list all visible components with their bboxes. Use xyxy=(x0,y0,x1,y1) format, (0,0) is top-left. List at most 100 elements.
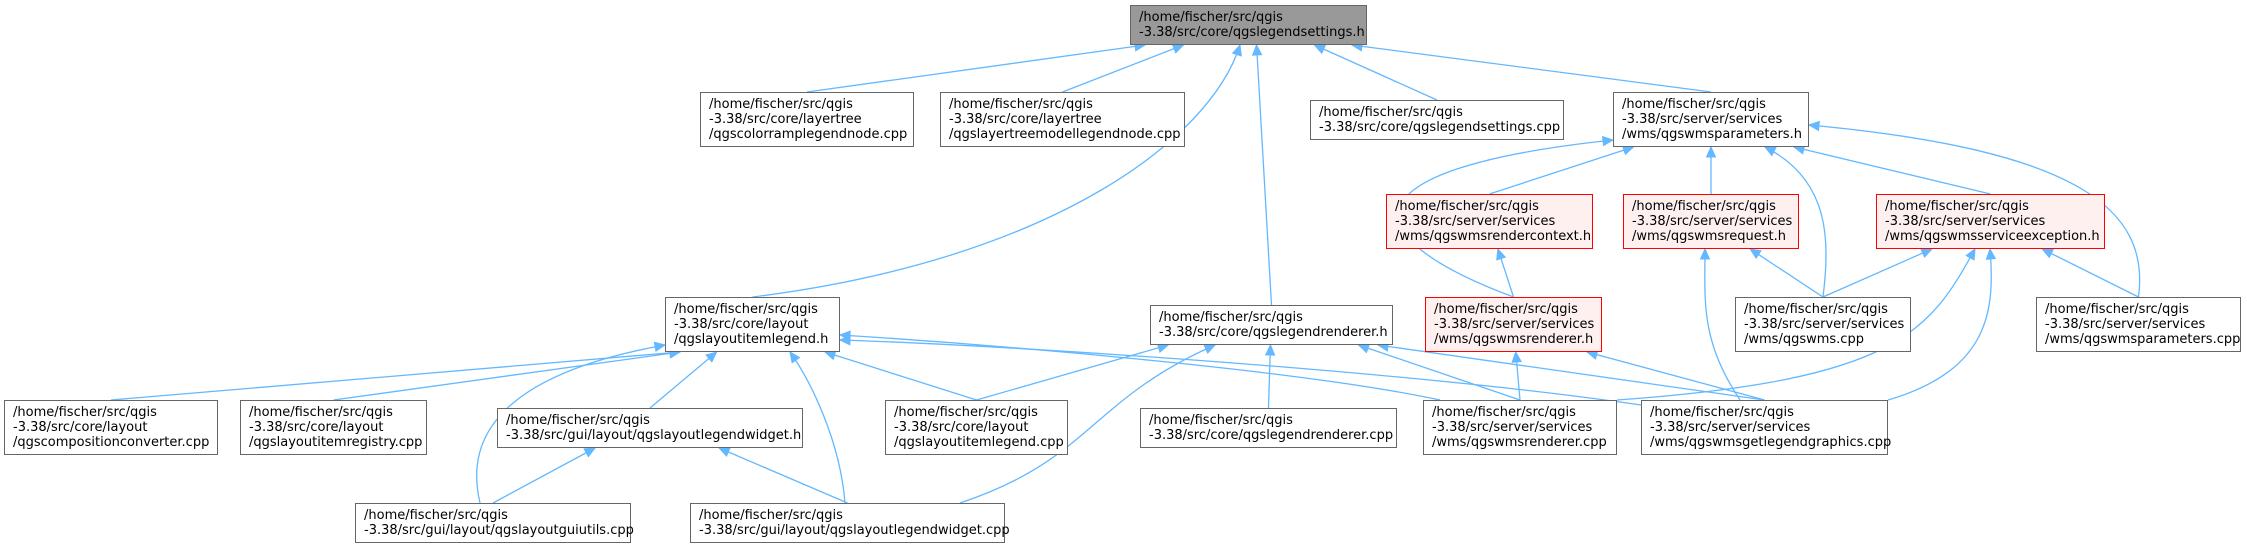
edge-arrowhead xyxy=(2041,248,2055,259)
dependency-edge xyxy=(1489,146,1634,195)
node-label-line: /wms/qgswmsparameters.h xyxy=(1622,127,1802,142)
node-label-line: -3.38/src/server/services xyxy=(1432,420,1593,435)
dependency-edge xyxy=(1764,146,1827,298)
edge-arrowhead xyxy=(1920,248,1933,259)
dependency-edge xyxy=(1808,124,2141,298)
node-label-line: /home/fischer/src/qgis xyxy=(894,405,1038,420)
node-label-line: /wms/qgswmsrenderer.cpp xyxy=(1432,435,1607,450)
node-label-line: /home/fischer/src/qgis xyxy=(674,302,818,317)
graph-node[interactable]: /home/fischer/src/qgis-3.38/src/core/lay… xyxy=(665,297,840,352)
node-label-line: /home/fischer/src/qgis xyxy=(1632,199,1776,214)
node-label-line: /qgslayoutitemregistry.cpp xyxy=(249,435,423,450)
dependency-edge xyxy=(1314,44,1438,101)
node-label-line: /home/fischer/src/qgis xyxy=(1395,199,1539,214)
dependency-edge xyxy=(649,351,718,409)
graph-node[interactable]: /home/fischer/src/qgis-3.38/src/gui/layo… xyxy=(497,408,803,448)
node-label-line: /wms/qgswms.cpp xyxy=(1744,332,1864,347)
node-label-line: /home/fischer/src/qgis xyxy=(364,508,508,523)
edge-arrowhead xyxy=(1171,43,1185,54)
edge-arrowhead xyxy=(1231,43,1242,57)
edge-arrowhead xyxy=(1357,343,1371,354)
edge-arrowhead xyxy=(1264,343,1276,356)
node-label-line: /home/fischer/src/qgis xyxy=(1650,405,1794,420)
edge-arrowhead xyxy=(1749,248,1762,260)
graph-node[interactable]: /home/fischer/src/qgis-3.38/src/gui/layo… xyxy=(355,503,634,543)
node-label-line: -3.38/src/gui/layout/qgslayoutlegendwidg… xyxy=(506,428,802,443)
graph-node[interactable]: /home/fischer/src/qgis-3.38/src/core/qgs… xyxy=(1310,100,1564,140)
node-label-line: -3.38/src/server/services xyxy=(1744,317,1905,332)
graph-node[interactable]: /home/fischer/src/qgis-3.38/src/server/s… xyxy=(2036,297,2241,352)
graph-node[interactable]: /home/fischer/src/qgis-3.38/src/server/s… xyxy=(1423,400,1617,455)
node-label-line: /home/fischer/src/qgis xyxy=(1434,302,1578,317)
node-label-line: /home/fischer/src/qgis xyxy=(699,508,843,523)
node-label-line: /wms/qgswmsrenderer.h xyxy=(1434,332,1594,347)
dependency-edge xyxy=(492,447,596,504)
edge-arrowhead xyxy=(1203,344,1217,355)
node-label-line: /home/fischer/src/qgis xyxy=(1622,97,1766,112)
edge-arrowhead xyxy=(583,447,597,458)
graph-node[interactable]: /home/fischer/src/qgis-3.38/src/core/qgs… xyxy=(1150,305,1393,345)
dependency-edge xyxy=(1887,248,1992,401)
node-label-line: /wms/qgswmsrequest.h xyxy=(1632,229,1786,244)
node-label-line: /wms/qgswmsparameters.cpp xyxy=(2045,332,2241,347)
dependency-edge xyxy=(1822,248,1933,298)
node-label-line: /home/fischer/src/qgis xyxy=(1159,310,1303,325)
edge-arrowhead xyxy=(1602,135,1615,147)
edge-arrowhead xyxy=(1965,247,1976,261)
dependency-edge xyxy=(839,334,1441,401)
dependency-edge xyxy=(110,351,681,401)
dependency-edge xyxy=(1255,44,1273,306)
node-label-line: -3.38/src/server/services xyxy=(1650,420,1811,435)
edge-arrowhead xyxy=(823,350,837,361)
node-label-line: /home/fischer/src/qgis xyxy=(506,413,650,428)
node-label-line: -3.38/src/core/layout xyxy=(249,420,384,435)
node-label-line: /home/fischer/src/qgis xyxy=(2045,302,2189,317)
graph-node[interactable]: /home/fischer/src/qgis-3.38/src/server/s… xyxy=(1623,194,1799,249)
graph-node[interactable]: /home/fischer/src/qgis-3.38/src/server/s… xyxy=(1876,194,2105,249)
graph-node[interactable]: /home/fischer/src/qgis-3.38/src/core/lay… xyxy=(885,400,1068,455)
graph-node[interactable]: /home/fischer/src/qgis-3.38/src/server/s… xyxy=(1641,400,1892,455)
node-label-line: /qgscolorramplegendnode.cpp xyxy=(709,127,908,142)
node-label-line: -3.38/src/server/services xyxy=(1622,112,1783,127)
edge-arrowhead xyxy=(1511,350,1522,363)
node-label-line: -3.38/src/core/layout xyxy=(674,317,809,332)
graph-node[interactable]: /home/fischer/src/qgis-3.38/src/core/qgs… xyxy=(1140,408,1397,448)
node-label-line: /qgscompositionconverter.cpp xyxy=(13,435,210,450)
edge-arrowhead xyxy=(1251,43,1263,56)
edge-arrowhead xyxy=(705,351,718,363)
node-label-line: -3.38/src/core/qgslegendrenderer.cpp xyxy=(1149,428,1394,443)
graph-node[interactable]: /home/fischer/src/qgis-3.38/src/gui/layo… xyxy=(690,503,1010,543)
dependency-edge xyxy=(839,339,1642,406)
node-label-line: -3.38/src/server/services xyxy=(1632,214,1793,229)
node-label-line: /home/fischer/src/qgis xyxy=(1139,10,1283,25)
graph-node[interactable]: /home/fischer/src/qgis-3.38/src/core/qgs… xyxy=(1130,5,1367,45)
edge-arrowhead xyxy=(838,335,851,346)
node-label-line: /wms/qgswmsrendercontext.h xyxy=(1395,229,1592,244)
dependency-edge xyxy=(789,351,846,504)
edge-arrowhead xyxy=(1621,145,1635,156)
dependency-edge xyxy=(1062,44,1184,93)
node-label-line: -3.38/src/core/qgslegendrenderer.h xyxy=(1159,325,1388,340)
edge-arrowhead xyxy=(1699,247,1711,260)
graph-node[interactable]: /home/fischer/src/qgis-3.38/src/server/s… xyxy=(1386,194,1593,249)
node-label-line: /home/fischer/src/qgis xyxy=(13,405,157,420)
node-label-line: -3.38/src/core/layertree xyxy=(709,112,862,127)
edge-arrowhead xyxy=(1496,247,1507,261)
node-label-line: /home/fischer/src/qgis xyxy=(709,97,853,112)
node-label-line: /wms/qgswmsgetlegendgraphics.cpp xyxy=(1650,435,1892,450)
dependency-edge xyxy=(824,351,977,401)
edge-arrowhead xyxy=(1763,146,1777,157)
graph-node[interactable]: /home/fischer/src/qgis-3.38/src/core/lay… xyxy=(940,92,1185,147)
edge-arrowhead xyxy=(1313,44,1327,55)
graph-node[interactable]: /home/fischer/src/qgis-3.38/src/server/s… xyxy=(1613,92,1809,147)
dependency-edge xyxy=(806,44,1146,93)
graph-node[interactable]: /home/fischer/src/qgis-3.38/src/core/lay… xyxy=(4,400,218,455)
graph-node[interactable]: /home/fischer/src/qgis-3.38/src/core/lay… xyxy=(700,92,914,147)
node-label-line: -3.38/src/server/services xyxy=(1395,214,1556,229)
graph-node[interactable]: /home/fischer/src/qgis-3.38/src/core/lay… xyxy=(240,400,427,455)
edge-arrowhead xyxy=(789,351,801,364)
graph-node[interactable]: /home/fischer/src/qgis-3.38/src/server/s… xyxy=(1425,297,1602,352)
dependency-edge xyxy=(1704,248,1741,401)
graph-node[interactable]: /home/fischer/src/qgis-3.38/src/server/s… xyxy=(1735,297,1911,352)
